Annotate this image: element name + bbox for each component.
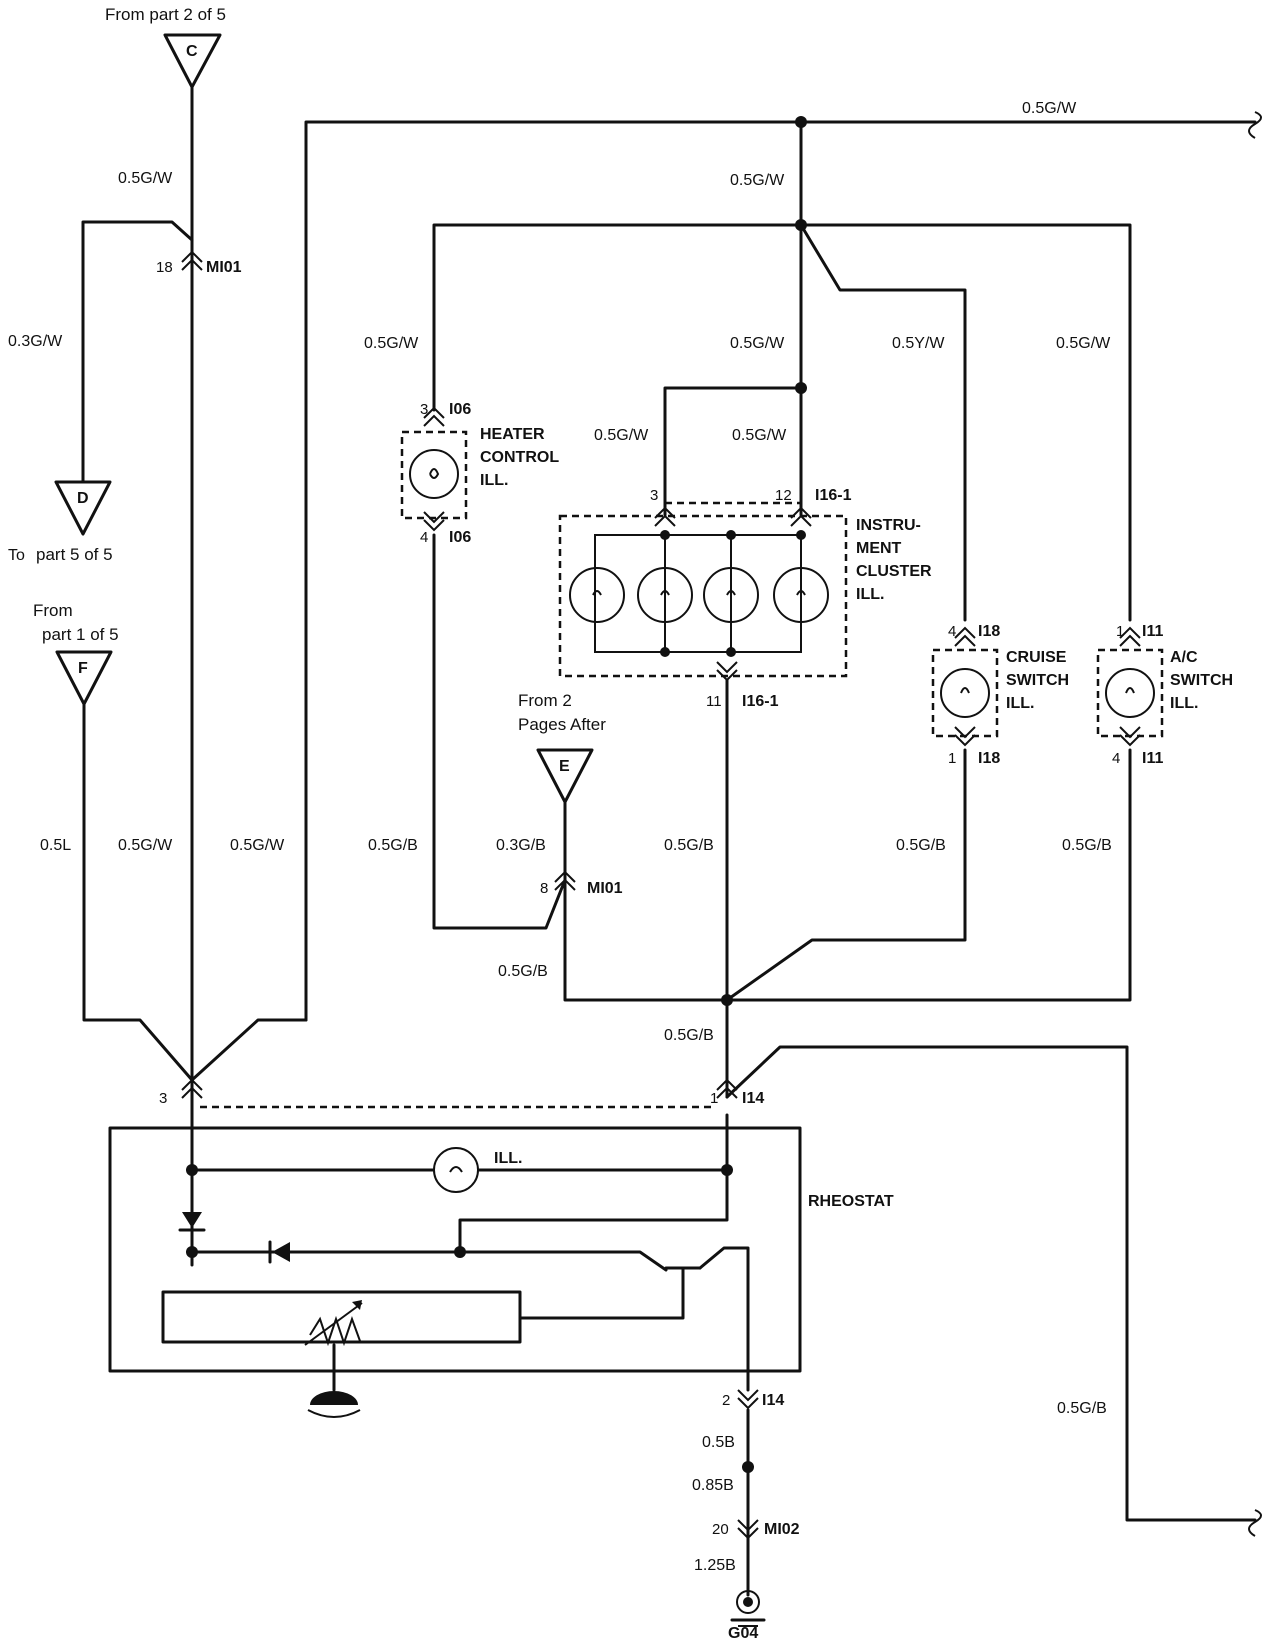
cruise-label-1: CRUISE	[1006, 649, 1067, 666]
svg-text:3: 3	[420, 401, 428, 418]
cluster-label-1: INSTRU-	[856, 517, 921, 534]
svg-text:12: 12	[775, 487, 792, 504]
offpage-d-note: part 5 of 5	[36, 545, 113, 564]
wire-label: 0.5G/W	[730, 172, 785, 189]
heater-control-lamp	[400, 430, 468, 520]
svg-text:I16-1: I16-1	[742, 693, 779, 710]
wire-label: 0.5L	[40, 837, 71, 854]
wire-label: 0.5G/B	[664, 837, 714, 854]
svg-text:I06: I06	[449, 529, 471, 546]
offpage-connector-c: C From part 2 of 5	[105, 5, 226, 89]
offpage-e-note2: Pages After	[518, 715, 606, 734]
ac-label-2: SWITCH	[1170, 672, 1233, 689]
wire-label: 0.5G/B	[1062, 837, 1112, 854]
wire-label: 0.5G/W	[118, 837, 173, 854]
svg-text:20: 20	[712, 1521, 729, 1538]
wire-label: 0.5G/W	[730, 335, 785, 352]
wire-label: 0.3G/B	[496, 837, 546, 854]
wire-label: 0.5Y/W	[892, 335, 945, 352]
ground-label: G04	[728, 1625, 758, 1642]
offpage-connector-e: E From 2 Pages After	[518, 691, 606, 804]
wire-label: 0.5G/W	[230, 837, 285, 854]
connector-labels: 18 MI01 3 I06 4 I06 3 12 I16-1 11 I16-1 …	[156, 259, 1163, 1538]
svg-text:11: 11	[706, 693, 722, 710]
svg-text:4: 4	[1112, 750, 1120, 767]
offpage-f-note2: part 1 of 5	[42, 625, 119, 644]
rheostat-lamp-label: ILL.	[494, 1150, 522, 1167]
wire-label: 0.5G/W	[1022, 100, 1077, 117]
svg-text:3: 3	[650, 487, 658, 504]
wire-label: 0.5G/W	[364, 335, 419, 352]
wire-label: 0.5G/B	[664, 1027, 714, 1044]
svg-text:8: 8	[540, 880, 548, 897]
svg-text:4: 4	[948, 623, 956, 640]
wire-label: 0.5G/W	[732, 427, 787, 444]
heater-label-1: HEATER	[480, 426, 545, 443]
junction-dots	[721, 116, 807, 1006]
svg-text:I14: I14	[742, 1090, 764, 1107]
svg-text:I14: I14	[762, 1392, 784, 1409]
svg-text:2: 2	[722, 1392, 730, 1409]
offpage-connector-f: F From part 1 of 5	[33, 601, 119, 706]
wire-label: 0.5B	[702, 1434, 735, 1451]
svg-text:18: 18	[156, 259, 173, 276]
svg-text:I16-1: I16-1	[815, 487, 852, 504]
offpage-f-note1: From	[33, 601, 73, 620]
svg-text:1: 1	[948, 750, 956, 767]
connector-chevrons	[181, 250, 1141, 1540]
svg-text:I18: I18	[978, 750, 1000, 767]
cluster-label-2: MENT	[856, 540, 902, 557]
cluster-label-3: CLUSTER	[856, 563, 932, 580]
rheostat-label: RHEOSTAT	[808, 1193, 894, 1210]
wire-label: 0.5G/W	[594, 427, 649, 444]
svg-text:4: 4	[420, 529, 428, 546]
svg-text:MI01: MI01	[587, 880, 623, 897]
heater-label-2: CONTROL	[480, 449, 559, 466]
offpage-e-note1: From 2	[518, 691, 572, 710]
component-labels: HEATER CONTROL ILL. INSTRU- MENT CLUSTER…	[480, 426, 1233, 1642]
wire-label: 0.5G/B	[896, 837, 946, 854]
svg-text:1: 1	[1116, 623, 1124, 640]
offpage-connector-d: D To part 5 of 5	[8, 480, 113, 564]
ac-switch-lamp	[1096, 648, 1164, 738]
svg-text:I11: I11	[1142, 750, 1163, 767]
ac-label-1: A/C	[1170, 649, 1198, 666]
wire-label: 1.25B	[694, 1557, 736, 1574]
wire-label: 0.5G/B	[498, 963, 548, 980]
cruise-switch-lamp	[931, 648, 999, 738]
svg-text:F: F	[78, 660, 88, 677]
svg-text:1: 1	[710, 1090, 718, 1107]
ac-label-3: ILL.	[1170, 695, 1198, 712]
svg-text:D: D	[77, 490, 89, 507]
wire-label: 0.5G/B	[1057, 1400, 1107, 1417]
svg-text:I18: I18	[978, 623, 1000, 640]
wire-labels: 0.5G/W 0.5G/W 0.3G/W 0.5G/W 0.5G/W 0.5G/…	[8, 100, 1112, 1574]
cruise-label-2: SWITCH	[1006, 672, 1069, 689]
svg-text:I11: I11	[1142, 623, 1163, 640]
wire-label: 0.5G/W	[118, 170, 173, 187]
offpage-c-note: From part 2 of 5	[105, 5, 226, 24]
svg-text:3: 3	[159, 1090, 167, 1107]
svg-text:I06: I06	[449, 401, 471, 418]
svg-text:E: E	[559, 758, 570, 775]
wire-label: 0.5G/B	[368, 837, 418, 854]
ground-g04	[730, 1408, 766, 1627]
rheostat-module	[108, 1113, 802, 1418]
wire-label: 0.3G/W	[8, 333, 63, 350]
cruise-label-3: ILL.	[1006, 695, 1034, 712]
svg-text:MI02: MI02	[764, 1521, 800, 1538]
instrument-cluster	[558, 501, 848, 678]
heater-label-3: ILL.	[480, 472, 508, 489]
cluster-label-4: ILL.	[856, 586, 884, 603]
svg-text:C: C	[186, 43, 198, 60]
wire-network	[81, 85, 1262, 1537]
wire-label: 0.5G/W	[1056, 335, 1111, 352]
offpage-d-prefix: To	[8, 547, 25, 564]
wire-label: 0.85B	[692, 1477, 734, 1494]
svg-text:MI01: MI01	[206, 259, 242, 276]
